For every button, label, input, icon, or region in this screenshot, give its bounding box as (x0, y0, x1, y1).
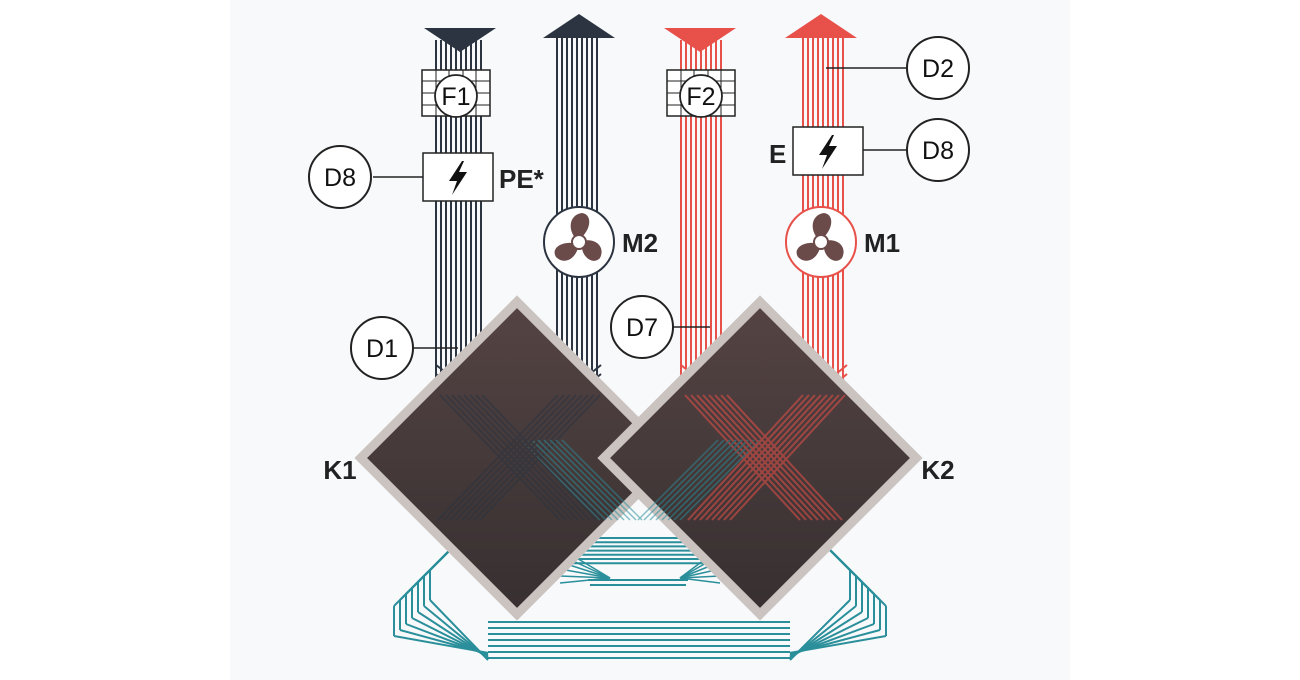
exchanger-k1-core (367, 308, 667, 608)
fan-m1: M1 (785, 206, 900, 278)
flow-line (537, 439, 619, 521)
flow-line (479, 394, 601, 521)
flow-line (473, 394, 595, 521)
flow-line (729, 394, 846, 521)
flow-line (661, 439, 743, 521)
flow-line (649, 439, 731, 521)
flow-line (561, 439, 643, 521)
flow-line (687, 394, 804, 521)
flow-line (726, 394, 843, 521)
flow-line (655, 439, 737, 521)
flow-line (549, 439, 631, 521)
flow-line (673, 439, 755, 521)
flow-line (559, 568, 611, 579)
flow-line (443, 394, 565, 521)
callout-d2: D2 (906, 36, 970, 100)
arrow-up-icon (785, 14, 857, 38)
lightning-icon (449, 161, 467, 195)
flow-line (543, 439, 625, 521)
flow-line (481, 394, 603, 521)
fan-label: M2 (622, 228, 658, 258)
exchanger-label: K2 (921, 455, 954, 485)
flow-line (475, 394, 597, 521)
heater-pe: PE* (422, 152, 545, 202)
flow-line (457, 394, 579, 521)
fan-label: M1 (864, 228, 900, 258)
callout-label: D8 (324, 164, 356, 192)
flow-line (469, 394, 591, 521)
arrow-down-icon (664, 28, 736, 52)
flow-line (461, 394, 583, 521)
flow-line (708, 394, 825, 521)
exchanger-label: K1 (323, 455, 356, 485)
flow-line (667, 439, 749, 521)
flow-line (714, 394, 831, 521)
flow-line (717, 394, 834, 521)
flow-line (467, 394, 589, 521)
fan-icon (796, 213, 844, 261)
flow-line (531, 439, 613, 521)
callout-label: D7 (626, 314, 658, 342)
flow-line (679, 577, 721, 584)
flow-line (393, 635, 489, 654)
fan-icon (554, 213, 602, 261)
filter-f2: F2 (666, 69, 736, 118)
callout-label: D8 (922, 137, 954, 165)
callout-d8-right: D8 (906, 118, 970, 182)
flow-line (705, 394, 822, 521)
heater-e: E (769, 126, 864, 176)
flow-line (690, 394, 807, 521)
flow-line (679, 575, 721, 579)
flow-line (711, 394, 828, 521)
flow-line (439, 394, 561, 521)
filter-label: F1 (441, 83, 470, 111)
flow-line (445, 394, 567, 521)
flow-line (463, 394, 585, 521)
arrow-up-icon (543, 14, 615, 38)
flow-line (643, 439, 725, 521)
flow-line (789, 635, 887, 654)
filter-label: F2 (686, 83, 715, 111)
flow-line (720, 394, 837, 521)
exchanger-flow-overlay (437, 394, 846, 521)
heater-label: E (769, 139, 786, 169)
heater-label: PE* (499, 164, 545, 194)
lightning-icon (819, 135, 837, 169)
flow-line (696, 394, 813, 521)
flow-line (637, 439, 719, 521)
flow-line (437, 394, 559, 521)
flow-line (555, 439, 637, 521)
filter-f1: F1 (421, 69, 491, 118)
callout-d8-left: D8 (308, 145, 372, 209)
flow-line (455, 394, 577, 521)
flow-line (723, 394, 840, 521)
flow-line (693, 394, 810, 521)
flow-line (699, 394, 816, 521)
callout-label: D1 (366, 335, 398, 363)
flow-line (679, 439, 761, 521)
callout-d7: D7 (610, 295, 674, 359)
fan-m2: M2 (543, 206, 658, 278)
flow-line (451, 394, 573, 521)
arrow-down-icon (424, 28, 496, 52)
flow-line (559, 575, 611, 579)
flow-line (559, 577, 611, 584)
flow-line (449, 394, 571, 521)
callout-d1: D1 (350, 316, 414, 380)
flow-line (702, 394, 819, 521)
callout-label: D2 (922, 55, 954, 83)
callout-leaders (373, 67, 908, 349)
